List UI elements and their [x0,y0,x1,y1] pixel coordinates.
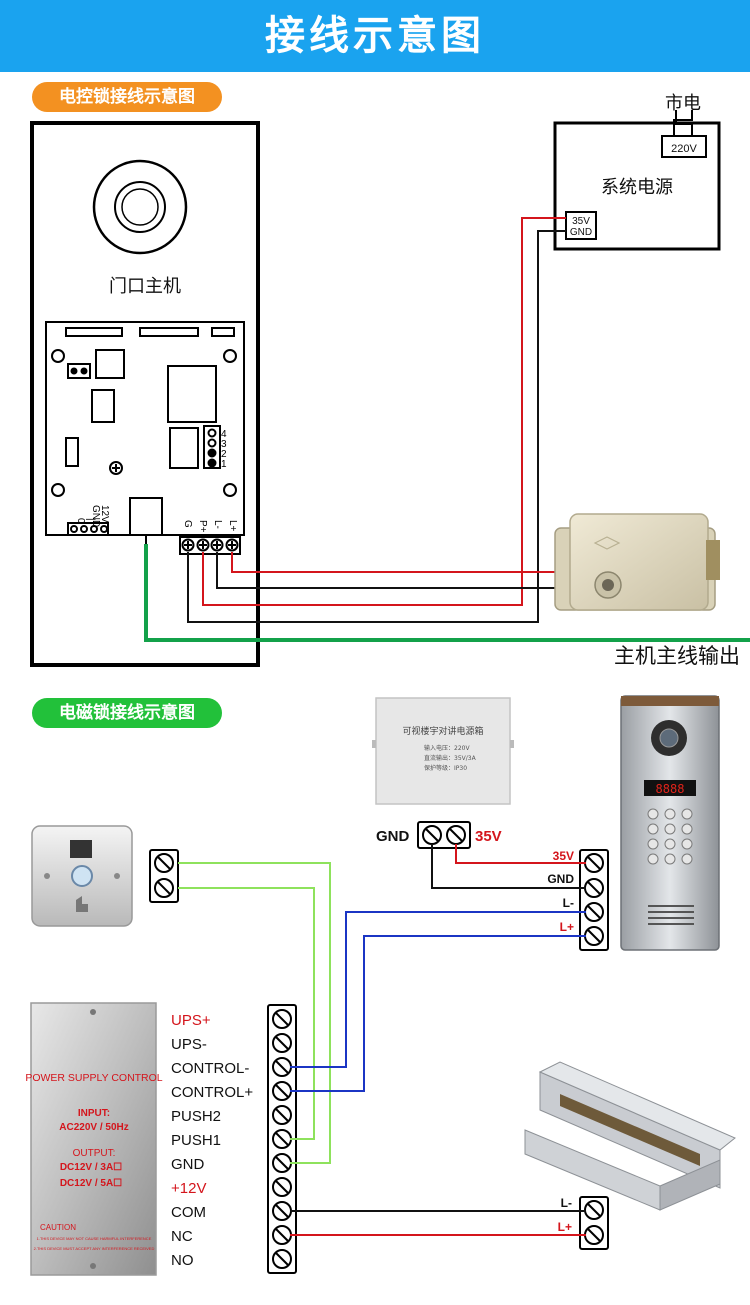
svg-text:12V: 12V [99,505,110,523]
section-badge-magnetic-lock: 电磁锁接线示意图 [32,698,222,728]
svg-text:L-: L- [212,520,223,529]
svg-text:2: 2 [221,449,227,460]
svg-text:35V: 35V [553,849,574,863]
psu-term-gnd: GND [570,227,592,238]
svg-text:COM: COM [171,1204,206,1221]
section1-wires [144,217,750,642]
svg-text:PUSH1: PUSH1 [171,1132,221,1149]
panel-terminal [579,849,609,951]
svg-text:L+: L+ [227,520,238,532]
svg-text:L+: L+ [558,1220,572,1234]
intercom-box-title: 可视楼宇对讲电源箱 [402,725,483,737]
mains-voltage: 220V [671,143,697,155]
svg-text:2.THIS DEVICE MUST ACCEPT ANY: 2.THIS DEVICE MUST ACCEPT ANY INTERFEREN… [34,1246,155,1251]
header-banner [0,0,750,72]
svg-text:CAUTION: CAUTION [40,1223,76,1232]
door-host [30,121,260,667]
psu-term-labels: UPS+ UPS- CONTROL- CONTROL+ PUSH2 PUSH1 … [171,1012,253,1269]
svg-text:CONTROL-: CONTROL- [171,1060,249,1077]
intercom-35v-label: 35V [475,828,502,845]
svg-text:GND: GND [547,872,574,886]
psu-term-35v: 35V [572,216,590,227]
psu-box-text: POWER SUPPLY CONTROL INPUT: AC220V / 50H… [25,1072,162,1251]
svg-text:INPUT:: INPUT: [78,1108,110,1119]
maglock-term-labels: L- L+ [558,1196,572,1234]
svg-text:0: 0 [75,518,86,524]
svg-text:L-: L- [563,896,574,910]
psu-label: 系统电源 [601,177,673,198]
svg-text:OUTPUT:: OUTPUT: [73,1148,116,1159]
psu-terminal-block [267,1004,297,1274]
outdoor-panel: 8888 [620,695,720,951]
intercom-output-terminal [417,821,471,849]
svg-text:DC12V / 5A☐: DC12V / 5A☐ [60,1178,122,1189]
section-badge-electric-lock: 电控锁接线示意图 [32,82,222,112]
host-output-label: 主机主线输出 [614,644,740,668]
svg-text:UPS+: UPS+ [171,1012,211,1029]
svg-text:G: G [182,520,193,528]
svg-text:保护等级：IP30: 保护等级：IP30 [424,764,467,772]
svg-text:4: 4 [221,429,227,440]
svg-text:1.THIS DEVICE MAY NOT CAUSE HA: 1.THIS DEVICE MAY NOT CAUSE HARMFUL INTE… [37,1236,152,1241]
svg-text:3: 3 [221,439,227,450]
svg-text:GND: GND [171,1156,205,1173]
svg-text:UPS-: UPS- [171,1036,207,1053]
panel-term-labels: 35V GND L- L+ [547,849,574,934]
svg-text:AC220V / 50Hz: AC220V / 50Hz [59,1122,128,1133]
svg-text:DC12V / 3A☐: DC12V / 3A☐ [60,1162,122,1173]
circuit-board [45,321,245,544]
intercom-gnd-label: GND [376,828,410,845]
svg-text:1: 1 [221,459,227,470]
maglock-terminal [579,1196,609,1250]
board-terminal-block [179,536,241,555]
magnetic-lock [524,1061,736,1211]
svg-text:P+: P+ [197,520,208,533]
board-pin-labels: 0 | GND 12V G P+ L- L+ [75,505,238,533]
svg-text:POWER SUPPLY CONTROL: POWER SUPPLY CONTROL [25,1072,162,1084]
intercom-power-box [372,697,514,805]
intercom-box-specs: 输入电压：220V 直流输出：35V/3A 保护等级：IP30 [424,744,477,772]
svg-text:PUSH2: PUSH2 [171,1108,221,1125]
svg-text:|: | [85,518,96,521]
svg-text:GND: GND [90,505,101,527]
exit-button-terminal [149,849,179,903]
svg-text:NO: NO [171,1252,194,1269]
power-supply-control-box [30,1002,157,1276]
electric-lock [554,513,720,611]
svg-text:输入电压：220V: 输入电压：220V [424,744,470,752]
page-title: 接线示意图 [265,13,485,59]
svg-text:L+: L+ [560,920,574,934]
section2-wires [178,844,586,1236]
svg-text:CONTROL+: CONTROL+ [171,1084,253,1101]
mains-label: 市电 [665,93,701,114]
exit-button [31,825,133,927]
host-label: 门口主机 [109,276,181,297]
svg-text:直流输出：35V/3A: 直流输出：35V/3A [424,754,477,762]
svg-text:L-: L- [561,1196,572,1210]
svg-text:NC: NC [171,1228,193,1245]
svg-text:+12V: +12V [171,1180,206,1197]
system-power-supply [553,110,721,251]
panel-display: 8888 [656,782,685,796]
jumper-numbers: 4 3 2 1 [221,429,227,470]
